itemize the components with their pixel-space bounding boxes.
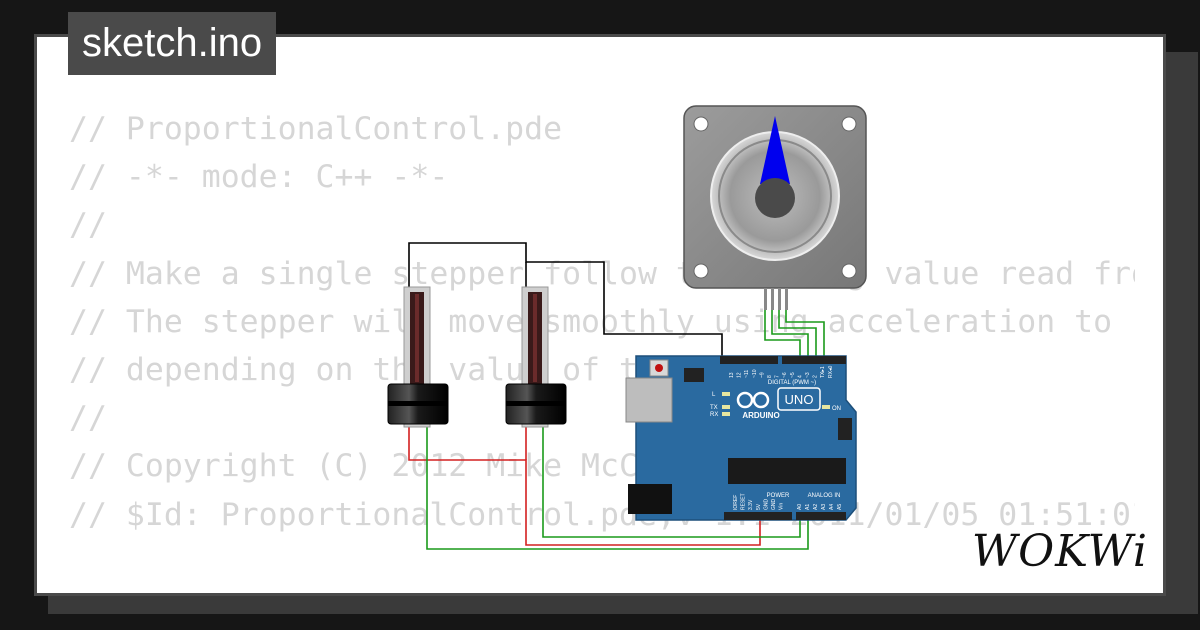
arduino-uno[interactable]: UNO ARDUINO DIGITAL (PWM ~) ANALOG IN PO… — [625, 355, 857, 521]
board-name: UNO — [785, 392, 814, 407]
slide-pot-2[interactable] — [505, 286, 567, 428]
pin-label: 12 — [737, 372, 743, 378]
board-maker: ARDUINO — [742, 411, 779, 420]
pin-label: ~3 — [805, 372, 811, 378]
led-on-label: ON — [832, 406, 841, 412]
slide-pot-1[interactable] — [387, 286, 449, 428]
code-line: // ProportionalControl.pde — [69, 111, 563, 147]
pin-label: RX◂0 — [828, 366, 834, 378]
atmega-chip — [728, 458, 846, 484]
pin-label: GND — [763, 499, 769, 511]
led-l-label: L — [712, 392, 716, 398]
power-label: POWER — [767, 493, 790, 499]
pin-label: A3 — [821, 504, 827, 510]
wires[interactable] — [408, 242, 825, 550]
wokwi-logo: WOKWi — [971, 526, 1148, 577]
digital-label: DIGITAL (PWM ~) — [768, 380, 816, 386]
pin-label: ~11 — [744, 370, 750, 378]
pin-label: A5 — [837, 504, 843, 510]
pin-label: ~10 — [752, 369, 758, 378]
pin-label: 13 — [729, 372, 735, 378]
pin-label: ~9 — [759, 372, 765, 378]
pin-label: 4 — [797, 375, 803, 378]
pin-label: ~5 — [790, 372, 796, 378]
led-rx-label: RX — [710, 412, 718, 418]
stepper-motor[interactable] — [683, 105, 867, 310]
pin-label: IOREF — [733, 495, 739, 510]
code-line: // Only load the default stepper library… — [69, 587, 1135, 594]
pin-label: 8 — [767, 375, 773, 378]
pin-label: TX▸1 — [820, 366, 826, 378]
code-editor[interactable]: // ProportionalControl.pde // -*- mode: C… — [69, 105, 1135, 594]
pin-label: A1 — [805, 504, 811, 510]
pin-label: A4 — [829, 504, 835, 510]
pin-label: A0 — [797, 504, 803, 510]
pin-label: Vin — [779, 503, 785, 510]
pin-label: RESET — [741, 493, 747, 510]
code-line: // — [69, 400, 107, 437]
pin-label: GND — [771, 499, 777, 511]
stepper-needle — [760, 116, 790, 184]
code-line: // — [69, 207, 107, 244]
pin-label: 5V — [756, 503, 762, 510]
code-card: // ProportionalControl.pde // -*- mode: C… — [34, 34, 1166, 596]
pin-label: 7 — [775, 375, 781, 378]
led-tx-label: TX — [710, 405, 718, 411]
analog-label: ANALOG IN — [808, 493, 841, 499]
power-jack — [628, 484, 672, 514]
code-line: // -*- mode: C++ -*- — [69, 159, 449, 196]
file-tab[interactable]: sketch.ino — [68, 12, 277, 75]
usb-port — [625, 377, 673, 423]
pin-label: A2 — [813, 504, 819, 510]
pin-label: 3.3V — [748, 499, 754, 510]
pin-label: 2 — [813, 375, 819, 378]
pin-label: ~6 — [782, 372, 788, 378]
